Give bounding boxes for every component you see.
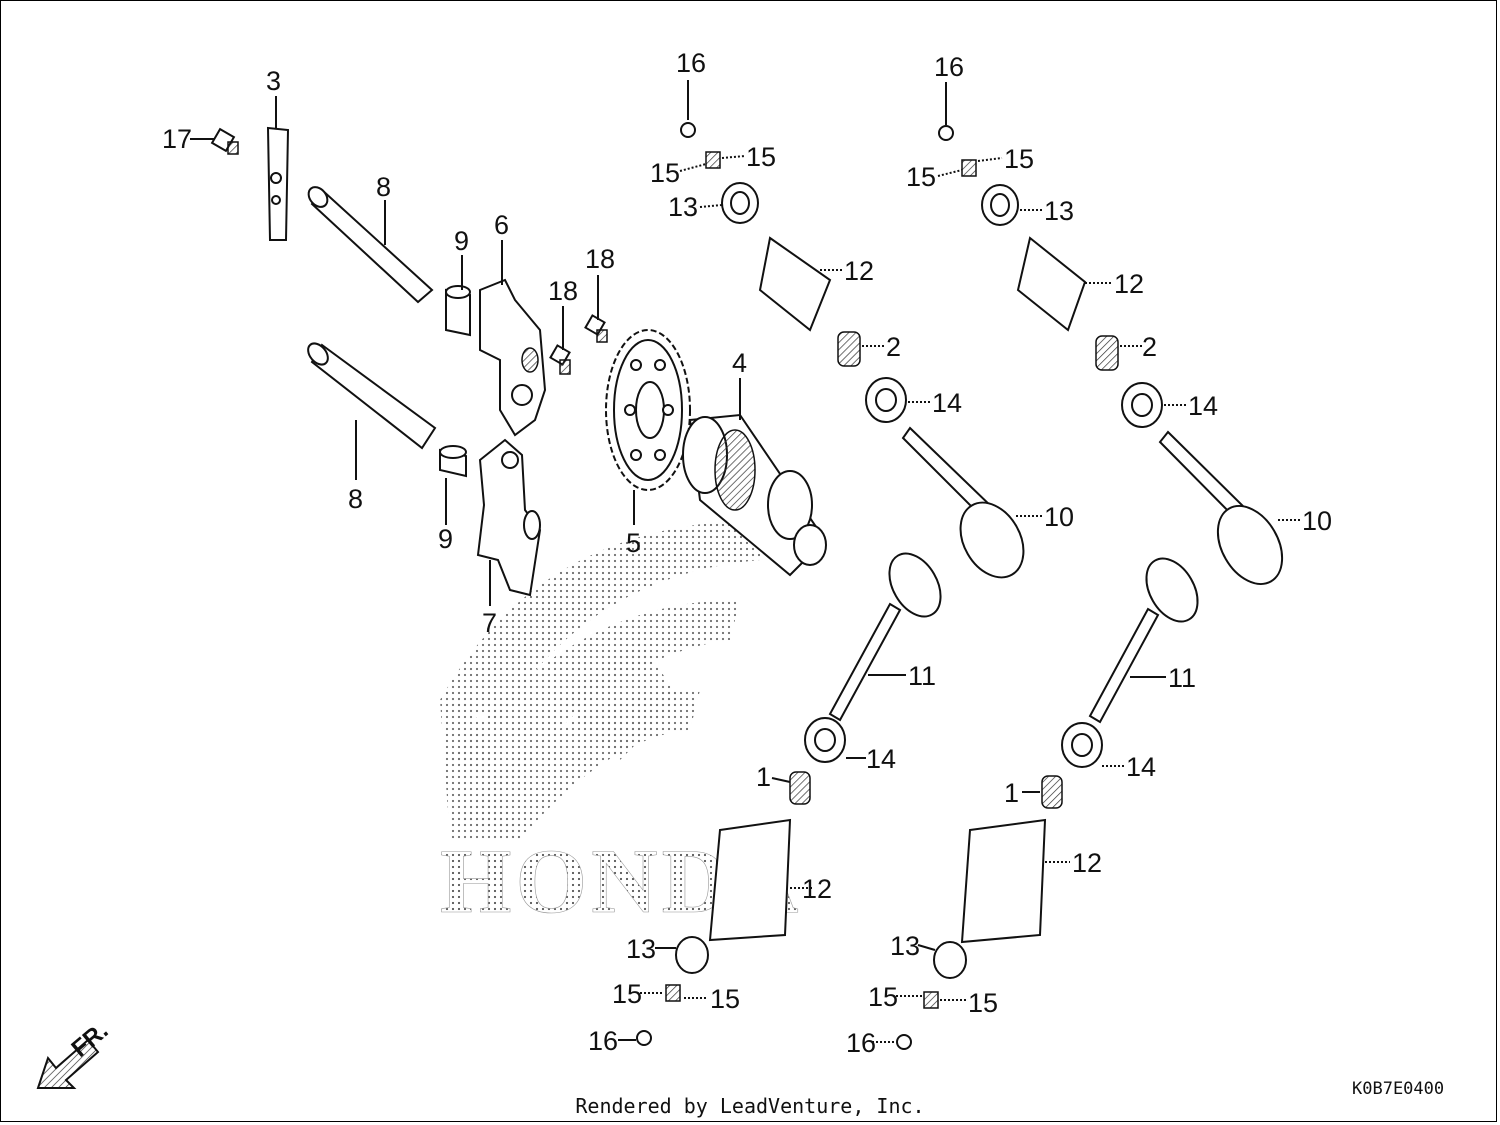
callout-1: 1 bbox=[756, 762, 771, 792]
callout-2: 2 bbox=[1142, 332, 1157, 362]
callout-13: 13 bbox=[1044, 196, 1074, 226]
callout-15: 15 bbox=[968, 988, 998, 1018]
callout-17: 17 bbox=[162, 124, 192, 154]
callout-10: 10 bbox=[1044, 502, 1074, 532]
diagram-code: K0B7E0400 bbox=[1352, 1079, 1444, 1099]
callout-15: 15 bbox=[710, 984, 740, 1014]
callout-15: 15 bbox=[868, 982, 898, 1012]
callout-labels: 3 17 8 9 6 18 18 4 5 8 9 7 16 15 15 13 1… bbox=[162, 48, 1332, 1058]
rocker-arm-part-7 bbox=[476, 438, 542, 597]
callout-7: 7 bbox=[482, 608, 497, 638]
callout-13: 13 bbox=[626, 934, 656, 964]
valve-spring-part-12 bbox=[758, 236, 832, 332]
callout-16: 16 bbox=[846, 1028, 876, 1058]
callout-11: 11 bbox=[908, 661, 936, 691]
callout-18: 18 bbox=[585, 244, 615, 274]
footer-credit: Rendered by LeadVenture, Inc. bbox=[575, 1094, 924, 1118]
callout-12: 12 bbox=[1114, 269, 1144, 299]
callout-12: 12 bbox=[802, 874, 832, 904]
callout-13: 13 bbox=[890, 931, 920, 961]
cotter-part-15 bbox=[705, 151, 721, 169]
front-direction-arrow: FR. bbox=[36, 1017, 113, 1089]
callout-15: 15 bbox=[650, 158, 680, 188]
honda-wing-watermark bbox=[440, 520, 770, 840]
rocker-shaft-upper bbox=[307, 186, 434, 304]
leader-lines bbox=[190, 80, 1300, 1043]
camshaft-part-4 bbox=[682, 413, 827, 577]
valve-stack-lower-left bbox=[636, 552, 942, 1046]
callout-15: 15 bbox=[746, 142, 776, 172]
rocker-shaft-lower bbox=[307, 342, 437, 450]
callout-2: 2 bbox=[886, 332, 901, 362]
callout-8: 8 bbox=[348, 484, 363, 514]
callout-18: 18 bbox=[548, 276, 578, 306]
callout-1: 1 bbox=[1004, 778, 1019, 808]
bolt-part-17 bbox=[210, 127, 239, 155]
callout-14: 14 bbox=[866, 744, 896, 774]
callout-12: 12 bbox=[1072, 848, 1102, 878]
valve-stack-upper-left bbox=[680, 122, 1025, 579]
cam-sprocket-part-5 bbox=[605, 329, 691, 491]
collar-part-9-upper bbox=[445, 285, 471, 337]
bolt-part-18-right bbox=[584, 314, 608, 343]
callout-16: 16 bbox=[676, 48, 706, 78]
seal-part-2 bbox=[837, 331, 861, 367]
rocker-arm-part-6 bbox=[479, 278, 547, 437]
callout-13: 13 bbox=[668, 192, 698, 222]
callout-9: 9 bbox=[454, 226, 469, 256]
bracket-part-3 bbox=[266, 126, 290, 241]
callout-15: 15 bbox=[906, 162, 936, 192]
callout-14: 14 bbox=[932, 388, 962, 418]
bolt-part-18-left bbox=[549, 344, 571, 375]
callout-15: 15 bbox=[612, 979, 642, 1009]
callout-16: 16 bbox=[934, 52, 964, 82]
callout-4: 4 bbox=[732, 348, 747, 378]
callout-14: 14 bbox=[1188, 391, 1218, 421]
callout-11: 11 bbox=[1168, 663, 1196, 693]
callout-3: 3 bbox=[266, 66, 281, 96]
callout-8: 8 bbox=[376, 172, 391, 202]
callout-6: 6 bbox=[494, 210, 509, 240]
valve-stack-lower-right bbox=[896, 557, 1199, 1050]
callout-15: 15 bbox=[1004, 144, 1034, 174]
callout-10: 10 bbox=[1302, 506, 1332, 536]
cotter-part-16 bbox=[680, 122, 696, 138]
collar-part-9-lower bbox=[439, 445, 467, 478]
callout-5: 5 bbox=[626, 528, 641, 558]
callout-12: 12 bbox=[844, 256, 874, 286]
callout-14: 14 bbox=[1126, 752, 1156, 782]
valve-stack-upper-right bbox=[938, 125, 1284, 585]
callout-9: 9 bbox=[438, 524, 453, 554]
callout-16: 16 bbox=[588, 1026, 618, 1056]
